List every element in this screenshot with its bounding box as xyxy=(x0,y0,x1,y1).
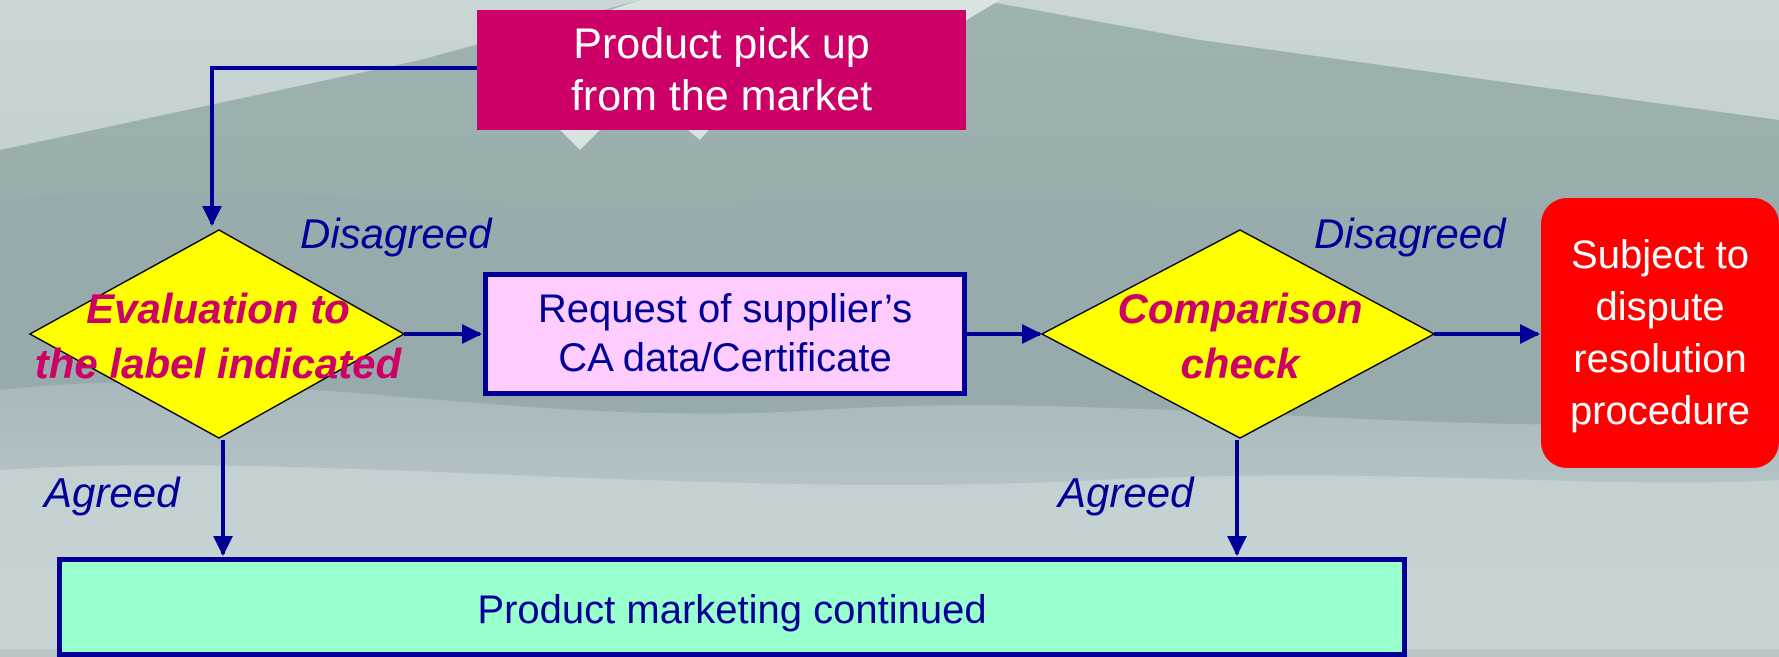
comparison-decision-diamond xyxy=(1040,229,1436,439)
dispute-line4: procedure xyxy=(1569,389,1751,433)
comparison-line1: Comparison xyxy=(1117,285,1363,332)
request-line1: Request of supplier’s xyxy=(537,287,913,332)
product-pickup-box: Product pick up from the market xyxy=(477,10,966,130)
comparison-line2: check xyxy=(1180,339,1300,387)
disagreed-label-comparison: Disagreed xyxy=(1314,210,1506,257)
disagreed-label-evaluation: Disagreed xyxy=(300,210,492,257)
evaluation-decision-label: Evaluation to the label indicated xyxy=(8,282,428,391)
comparison-decision-label: Comparison check xyxy=(1040,282,1440,391)
dispute-resolution-box: Subject to dispute resolution procedure xyxy=(1541,198,1779,468)
dispute-line2: dispute xyxy=(1595,285,1725,329)
request-certificate-box: Request of supplier’s CA data/Certificat… xyxy=(483,272,967,396)
evaluation-line1: Evaluation to xyxy=(86,285,350,332)
product-pickup-line1: Product pick up xyxy=(573,19,870,68)
agreed-label-evaluation: Agreed xyxy=(44,469,180,516)
dispute-line3: resolution xyxy=(1573,337,1747,381)
evaluation-decision-diamond xyxy=(28,229,406,439)
marketing-continued-label: Product marketing continued xyxy=(477,588,987,632)
marketing-continued-box: Product marketing continued xyxy=(57,557,1407,657)
arrow-pickup-to-evaluation xyxy=(202,66,477,226)
agreed-label-comparison: Agreed xyxy=(1058,469,1194,516)
dispute-line1: Subject to xyxy=(1571,233,1749,277)
evaluation-line2: the label indicated xyxy=(34,339,402,387)
request-line2: CA data/Certificate xyxy=(558,336,892,380)
product-pickup-line2: from the market xyxy=(570,72,873,120)
